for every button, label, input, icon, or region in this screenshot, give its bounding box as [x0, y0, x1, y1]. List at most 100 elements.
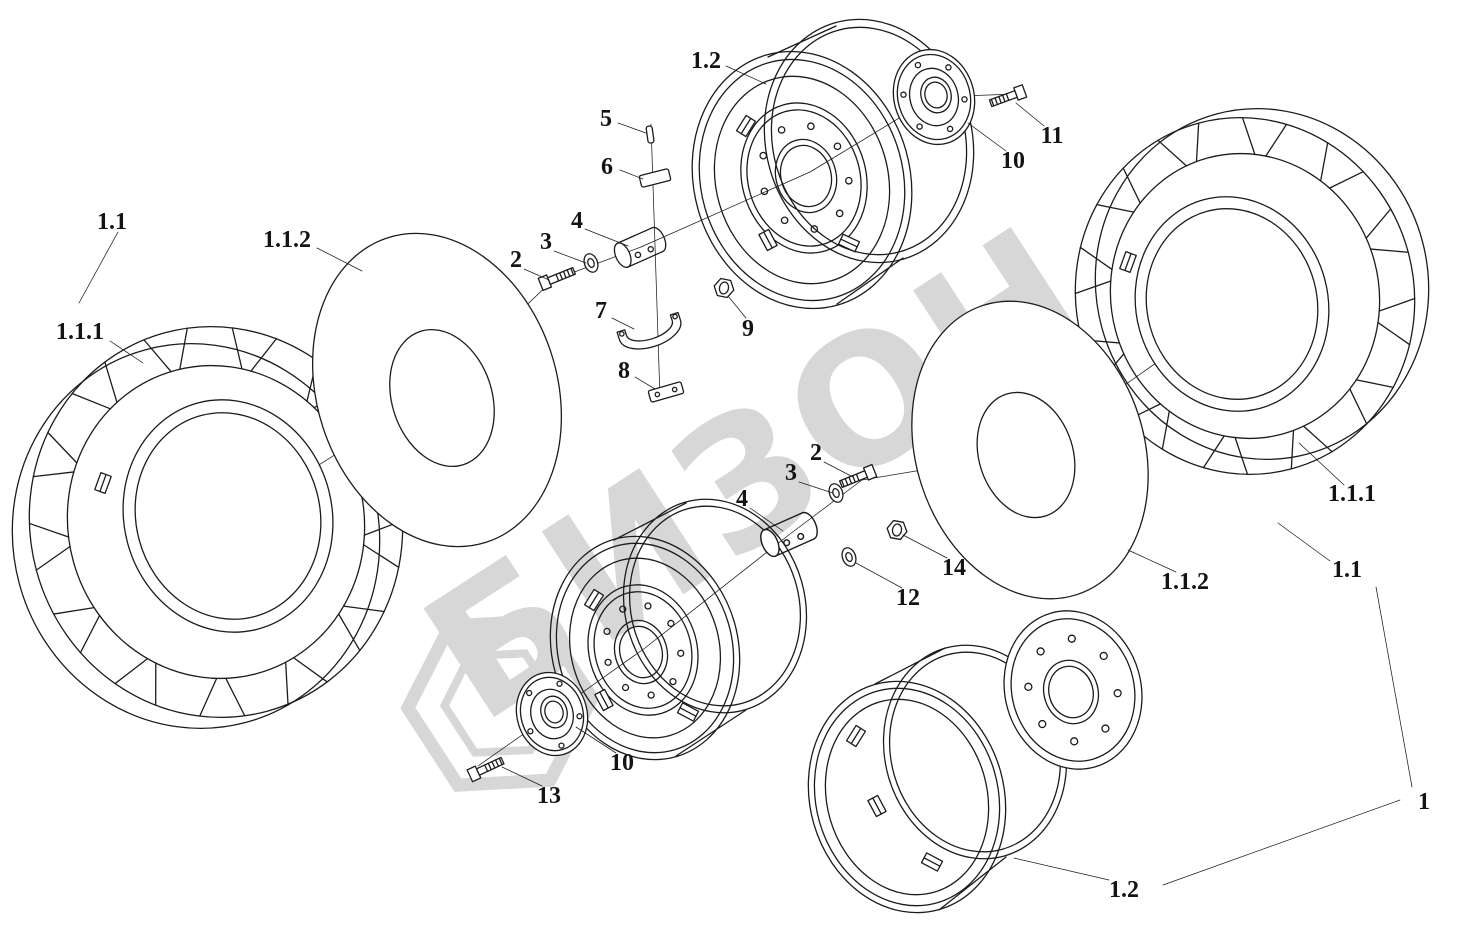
bolt-hole — [556, 680, 563, 687]
tread-lug — [71, 392, 111, 410]
bolt-hole — [576, 713, 583, 720]
hub-flange-top — [892, 48, 976, 146]
callout-labels: 1.2561.11.1.21.1.143279811101.1.11.11.1.… — [56, 48, 1430, 903]
tread-lug — [143, 339, 172, 373]
rim-bottom-center-shape — [587, 584, 699, 716]
tread-lug — [1377, 321, 1411, 346]
bolt-hole — [780, 216, 789, 225]
bolt-hole — [946, 125, 954, 133]
tread-lug — [292, 657, 328, 683]
rim-top-shape — [746, 109, 862, 247]
part-label-1.1.1-14: 1.1.1 — [1328, 481, 1376, 507]
watermark-shape — [400, 614, 600, 792]
tread-lug — [1161, 410, 1170, 450]
part-label-1.1-3: 1.1 — [97, 209, 127, 235]
part-label-3-7: 3 — [540, 229, 552, 255]
nut-9 — [711, 276, 737, 300]
flange-disc-bottom-right-shape — [1048, 665, 1094, 719]
tread-lug — [1079, 246, 1113, 271]
bolt-hole — [621, 683, 630, 692]
saddle-7-shape — [672, 313, 678, 320]
tread-lug — [1234, 436, 1249, 475]
part-label-2-8: 2 — [510, 247, 522, 273]
leader-line — [967, 122, 1007, 152]
leader-line — [749, 507, 784, 532]
bracket-4-bottom-shape — [797, 532, 805, 541]
leader-line — [727, 295, 747, 319]
pin-5 — [645, 125, 655, 144]
hub-bottom-shape — [530, 688, 574, 740]
leader-line — [501, 766, 543, 787]
hub-flange-top-shape — [908, 67, 960, 127]
bracket-4-bottom-shape — [801, 511, 818, 540]
pad-8-shape — [647, 381, 685, 403]
tread-lug — [35, 545, 71, 571]
watermark-hexagon-icon — [400, 614, 600, 792]
rim-top-shape — [691, 50, 913, 310]
tread-lug — [1290, 429, 1295, 470]
tube-ring-right-shape — [911, 300, 1149, 600]
bolt-hole — [900, 91, 907, 98]
bolt-holes — [759, 122, 853, 233]
hub-bottom-shape — [540, 695, 568, 729]
tread-lug — [1369, 248, 1409, 253]
bolt-hole — [835, 209, 844, 218]
leader-line — [584, 228, 629, 247]
washer-12 — [838, 545, 860, 569]
hub-flange-top-shape — [920, 76, 952, 114]
bolt-hole — [759, 151, 768, 160]
rim-bottom-right-shape — [938, 856, 1007, 911]
washer-3-top — [580, 251, 602, 275]
bracket-4-top — [613, 226, 667, 268]
part-label-1-25: 1 — [1418, 789, 1430, 815]
hub-flange-top-shape — [896, 53, 972, 141]
bolt-hole — [1099, 651, 1108, 661]
bolt-hole — [916, 123, 923, 130]
bracket-4-top-shape — [634, 251, 642, 259]
bolt-hole — [1038, 719, 1047, 729]
bracket-4-bottom-shape — [783, 539, 791, 547]
tread-lug — [1241, 117, 1256, 156]
tread-lug — [342, 605, 385, 613]
tread-lugs — [1074, 117, 1416, 475]
bolt-hole — [833, 142, 842, 151]
part-label-2-17: 2 — [810, 440, 822, 466]
leader-line — [902, 534, 948, 559]
leader-line — [1162, 799, 1401, 886]
left-tire-shape — [134, 412, 322, 620]
rim-top-shape — [774, 138, 838, 214]
rim-bottom-center-shape — [568, 557, 722, 739]
tread-lug — [1265, 123, 1288, 157]
bolt-hole — [961, 96, 968, 103]
part-label-6-2: 6 — [601, 154, 613, 180]
leader-line — [725, 65, 767, 85]
rim-bottom-right-shape — [813, 687, 1001, 907]
right-tire — [1074, 108, 1430, 475]
leader-line — [78, 231, 119, 304]
part-label-1.1.2-16: 1.1.2 — [1161, 569, 1209, 595]
bolt-hole — [945, 64, 952, 71]
part-label-3-18: 3 — [785, 460, 797, 486]
tread-lug — [1320, 142, 1329, 182]
tread-lug — [1195, 122, 1200, 163]
bolt-hole — [619, 605, 627, 613]
bolt-holes — [900, 61, 968, 133]
part-label-4-19: 4 — [736, 486, 748, 512]
nut-14 — [884, 519, 910, 541]
rim-bottom-center-shape — [675, 709, 747, 757]
tread-lug — [53, 606, 95, 615]
bolt-hole — [644, 602, 652, 610]
tread-lug — [362, 544, 400, 569]
rim-clip — [676, 702, 700, 722]
rim-bottom-center-shape — [593, 591, 693, 709]
bolt-hole — [777, 126, 786, 134]
bolt-holes — [526, 680, 583, 749]
rim-bottom-center-shape — [613, 502, 687, 541]
bracket-4-top-shape — [616, 227, 664, 268]
part-label-1.2-24: 1.2 — [1109, 877, 1139, 903]
key-6 — [638, 168, 672, 188]
tread-lug — [1328, 171, 1364, 189]
leader-line — [619, 169, 644, 180]
leader-line — [1127, 549, 1177, 573]
